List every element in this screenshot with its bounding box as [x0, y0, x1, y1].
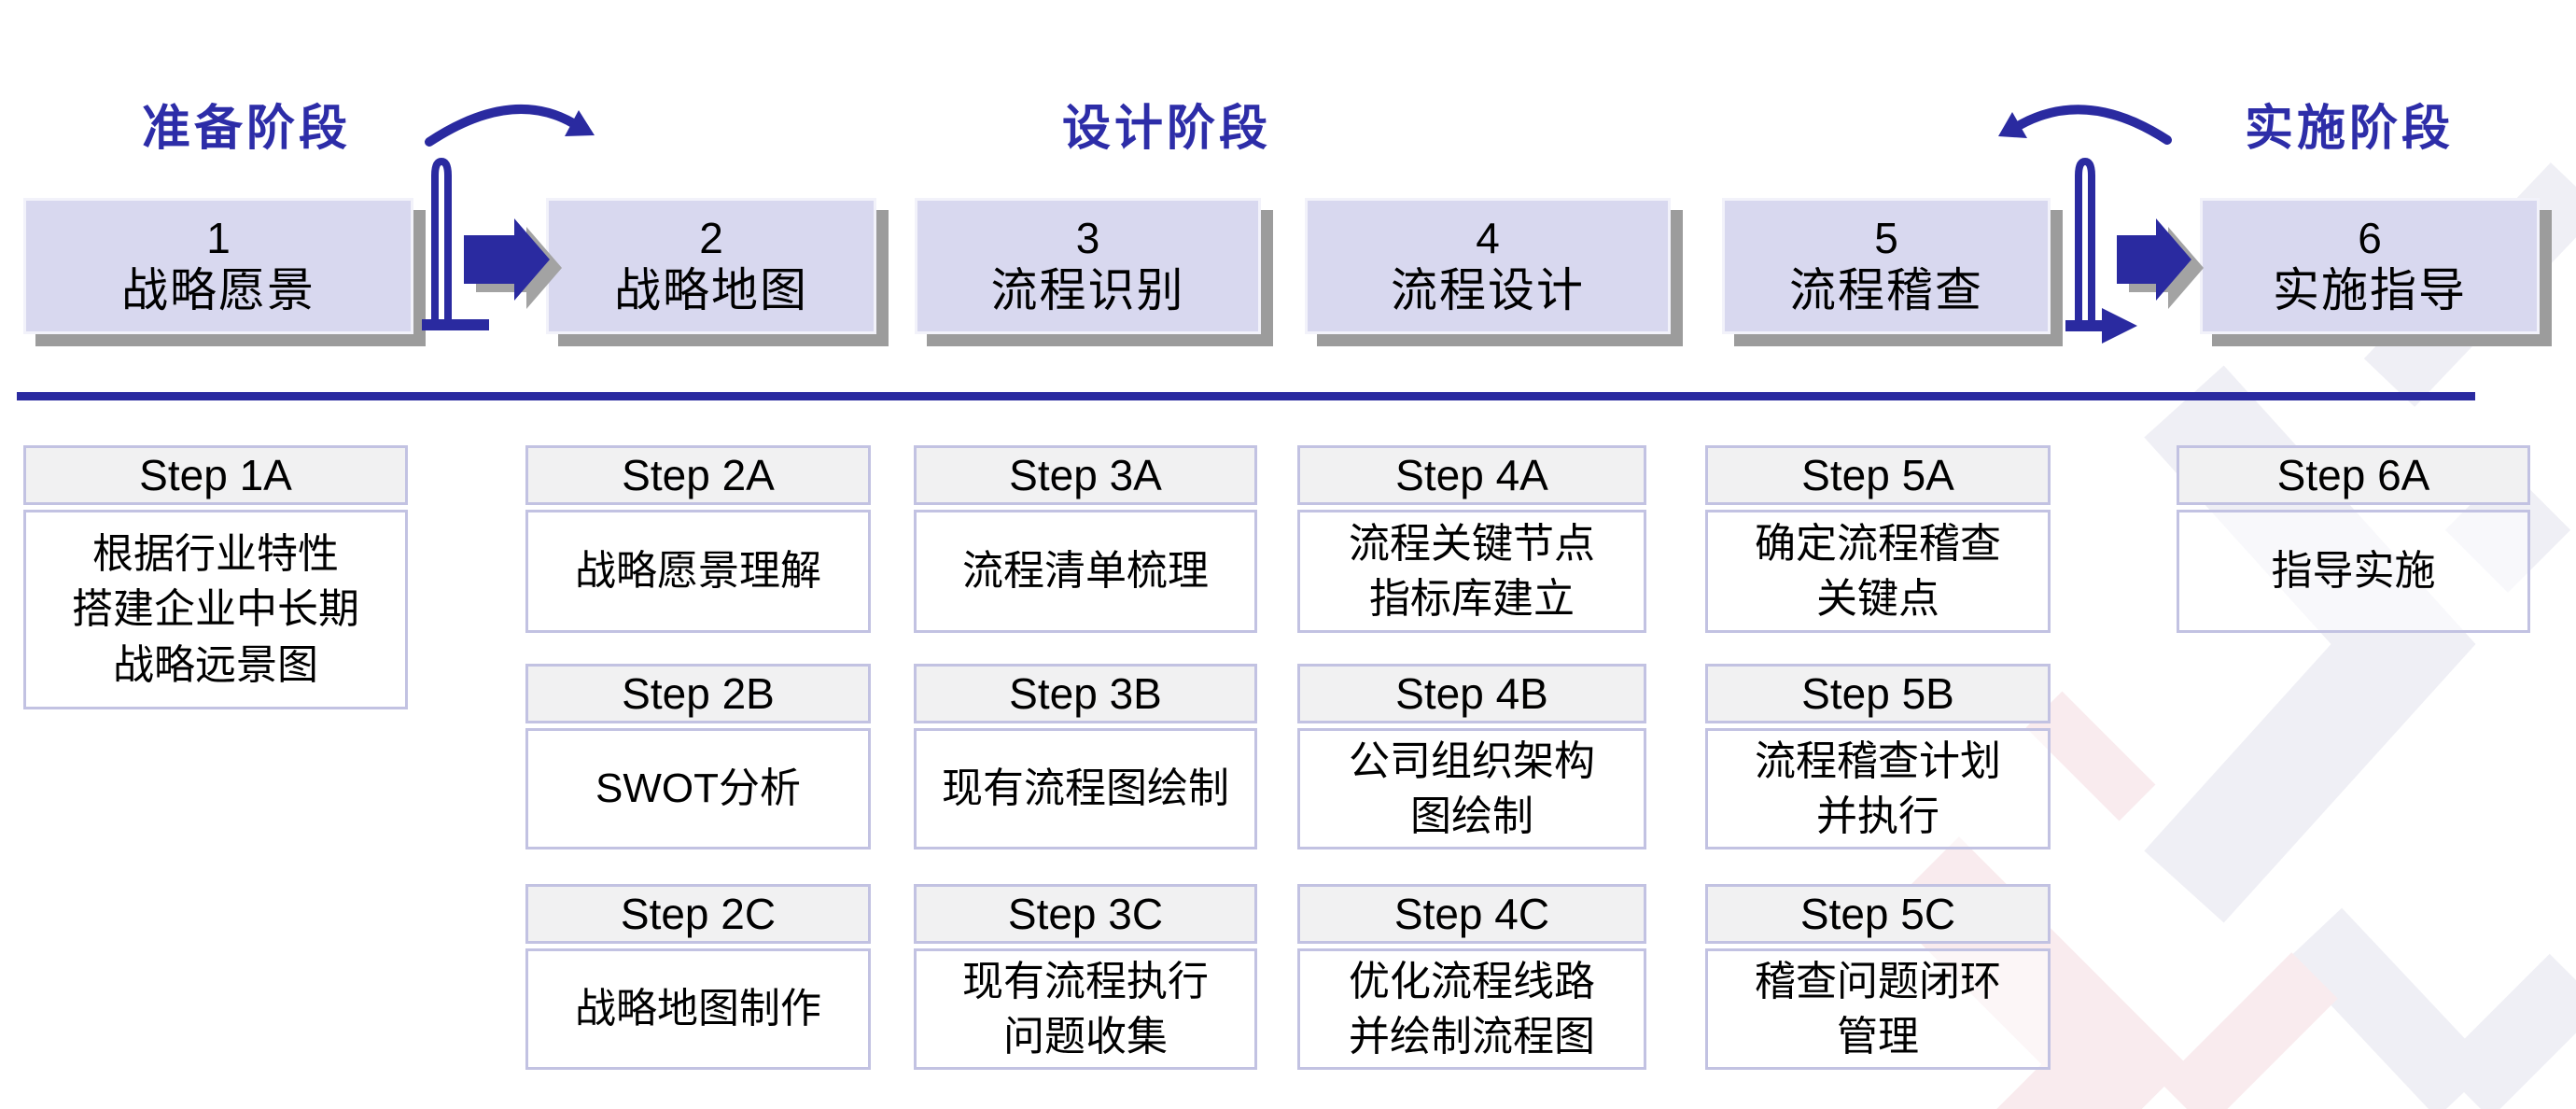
substep-body: 确定流程稽查 关键点	[1705, 510, 2051, 633]
substep-body: 流程清单梳理	[914, 510, 1257, 633]
step-box-5: 5 流程稽查	[1722, 198, 2051, 334]
step-title: 实施指导	[2273, 264, 2467, 317]
step-number: 3	[1075, 213, 1100, 262]
phase-label-implementation: 实施阶段	[2244, 102, 2455, 156]
substep-body: 战略愿景理解	[525, 510, 871, 633]
substep-body: SWOT分析	[525, 728, 871, 849]
substep-header: Step 4B	[1297, 664, 1646, 723]
step-box-4: 4 流程设计	[1305, 198, 1671, 334]
substep-card-3c: Step 3C 现有流程执行 问题收集	[914, 884, 1257, 1070]
substep-card-4c: Step 4C 优化流程线路 并绘制流程图	[1297, 884, 1646, 1070]
substep-card-4a: Step 4A 流程关键节点 指标库建立	[1297, 445, 1646, 633]
step-title: 流程设计	[1391, 264, 1585, 317]
block-arrow-icon	[2117, 218, 2204, 309]
substep-card-2c: Step 2C 战略地图制作	[525, 884, 871, 1070]
loop-arrow-right-icon	[425, 105, 595, 147]
substep-header: Step 5C	[1705, 884, 2051, 944]
step-number: 2	[699, 213, 723, 262]
substep-body: 指导实施	[2177, 510, 2530, 633]
substep-body: 现有流程图绘制	[914, 728, 1257, 849]
substep-card-5b: Step 5B 流程稽查计划 并执行	[1705, 664, 2051, 849]
substep-body: 根据行业特性 搭建企业中长期 战略远景图	[23, 510, 408, 709]
substep-header: Step 4A	[1297, 445, 1646, 505]
substep-body: 战略地图制作	[525, 948, 871, 1070]
substep-body: 流程稽查计划 并执行	[1705, 728, 2051, 849]
substep-body: 稽查问题闭环 管理	[1705, 948, 2051, 1070]
substep-header: Step 6A	[2177, 445, 2530, 505]
stage-bracket-icon	[422, 157, 489, 330]
substep-card-1a: Step 1A 根据行业特性 搭建企业中长期 战略远景图	[23, 445, 408, 709]
phase-label-preparation: 准备阶段	[141, 102, 352, 156]
step-number: 4	[1476, 213, 1500, 262]
step-box-6: 6 实施指导	[2200, 198, 2540, 334]
loop-arrow-left-icon	[1998, 105, 2172, 145]
substep-header: Step 3C	[914, 884, 1257, 944]
substep-header: Step 3B	[914, 664, 1257, 723]
step-title: 战略愿景	[121, 264, 315, 317]
substep-card-5a: Step 5A 确定流程稽查 关键点	[1705, 445, 2051, 633]
substep-body: 优化流程线路 并绘制流程图	[1297, 948, 1646, 1070]
step-title: 战略地图	[614, 264, 808, 317]
substep-card-5c: Step 5C 稽查问题闭环 管理	[1705, 884, 2051, 1070]
substep-header: Step 2B	[525, 664, 871, 723]
substep-header: Step 2A	[525, 445, 871, 505]
step-title: 流程识别	[990, 264, 1185, 317]
substep-header: Step 3A	[914, 445, 1257, 505]
step-number: 1	[206, 213, 231, 262]
substep-card-4b: Step 4B 公司组织架构 图绘制	[1297, 664, 1646, 849]
substep-header: Step 1A	[23, 445, 408, 505]
substep-card-3a: Step 3A 流程清单梳理	[914, 445, 1257, 633]
step-box-2: 2 战略地图	[546, 198, 876, 334]
step-number: 5	[1874, 213, 1898, 262]
step-box-1: 1 战略愿景	[23, 198, 413, 334]
phase-label-design: 设计阶段	[1061, 102, 1272, 156]
substep-card-2a: Step 2A 战略愿景理解	[525, 445, 871, 633]
substep-card-3b: Step 3B 现有流程图绘制	[914, 664, 1257, 849]
substep-body: 公司组织架构 图绘制	[1297, 728, 1646, 849]
phase-divider-line	[17, 392, 2475, 400]
step-title: 流程稽查	[1789, 264, 1983, 317]
substep-header: Step 5B	[1705, 664, 2051, 723]
substep-header: Step 2C	[525, 884, 871, 944]
substep-body: 现有流程执行 问题收集	[914, 948, 1257, 1070]
substep-card-6a: Step 6A 指导实施	[2177, 445, 2530, 633]
step-box-3: 3 流程识别	[915, 198, 1261, 334]
substep-body: 流程关键节点 指标库建立	[1297, 510, 1646, 633]
step-number: 6	[2358, 213, 2382, 262]
substep-header: Step 4C	[1297, 884, 1646, 944]
substep-card-2b: Step 2B SWOT分析	[525, 664, 871, 849]
substep-header: Step 5A	[1705, 445, 2051, 505]
stage-bracket-arrow-icon	[2065, 157, 2137, 344]
